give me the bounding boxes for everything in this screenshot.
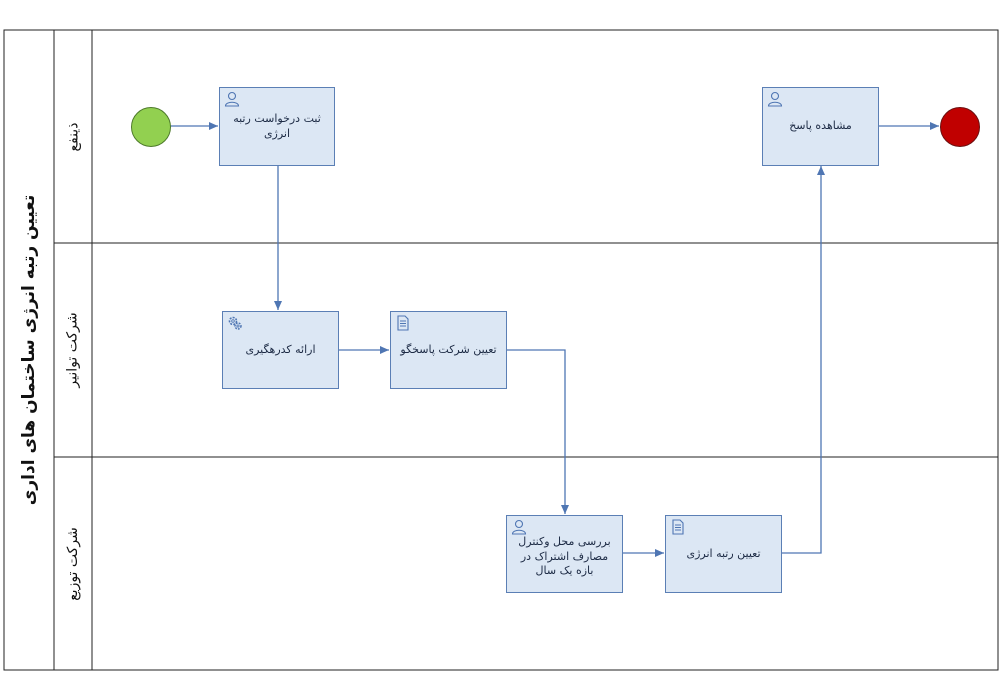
user-icon xyxy=(224,91,240,107)
task-assign-company[interactable]: تعیین شرکت پاسخگو xyxy=(390,311,507,389)
flow-rank-to-view xyxy=(782,166,825,554)
flow-assign-to-review xyxy=(506,349,569,514)
user-icon xyxy=(767,91,783,107)
task-view-response[interactable]: مشاهده پاسخ xyxy=(762,87,879,166)
task-site-review[interactable]: بررسی محل وکنترل مصارف اشتراک در بازه یک… xyxy=(506,515,623,593)
start-event xyxy=(131,107,171,147)
task-tracking-code-label: ارائه کدرهگیری xyxy=(245,342,316,356)
task-register-request[interactable]: ثبت درخواست رتبه انرژی xyxy=(219,87,335,166)
document-icon xyxy=(395,315,411,331)
task-tracking-code[interactable]: ارائه کدرهگیری xyxy=(222,311,339,389)
task-energy-rank-label: تعیین رتبه انرژی xyxy=(686,546,761,560)
task-site-review-label: بررسی محل وکنترل مصارف اشتراک در بازه یک… xyxy=(518,534,611,578)
end-event xyxy=(940,107,980,147)
document-icon xyxy=(670,519,686,535)
task-register-request-label: ثبت درخواست رتبه انرژی xyxy=(233,111,321,140)
gear-icon xyxy=(227,315,243,331)
task-assign-company-label: تعیین شرکت پاسخگو xyxy=(400,342,497,356)
user-icon xyxy=(511,519,527,535)
task-view-response-label: مشاهده پاسخ xyxy=(789,119,852,133)
task-energy-rank[interactable]: تعیین رتبه انرژی xyxy=(665,515,782,593)
